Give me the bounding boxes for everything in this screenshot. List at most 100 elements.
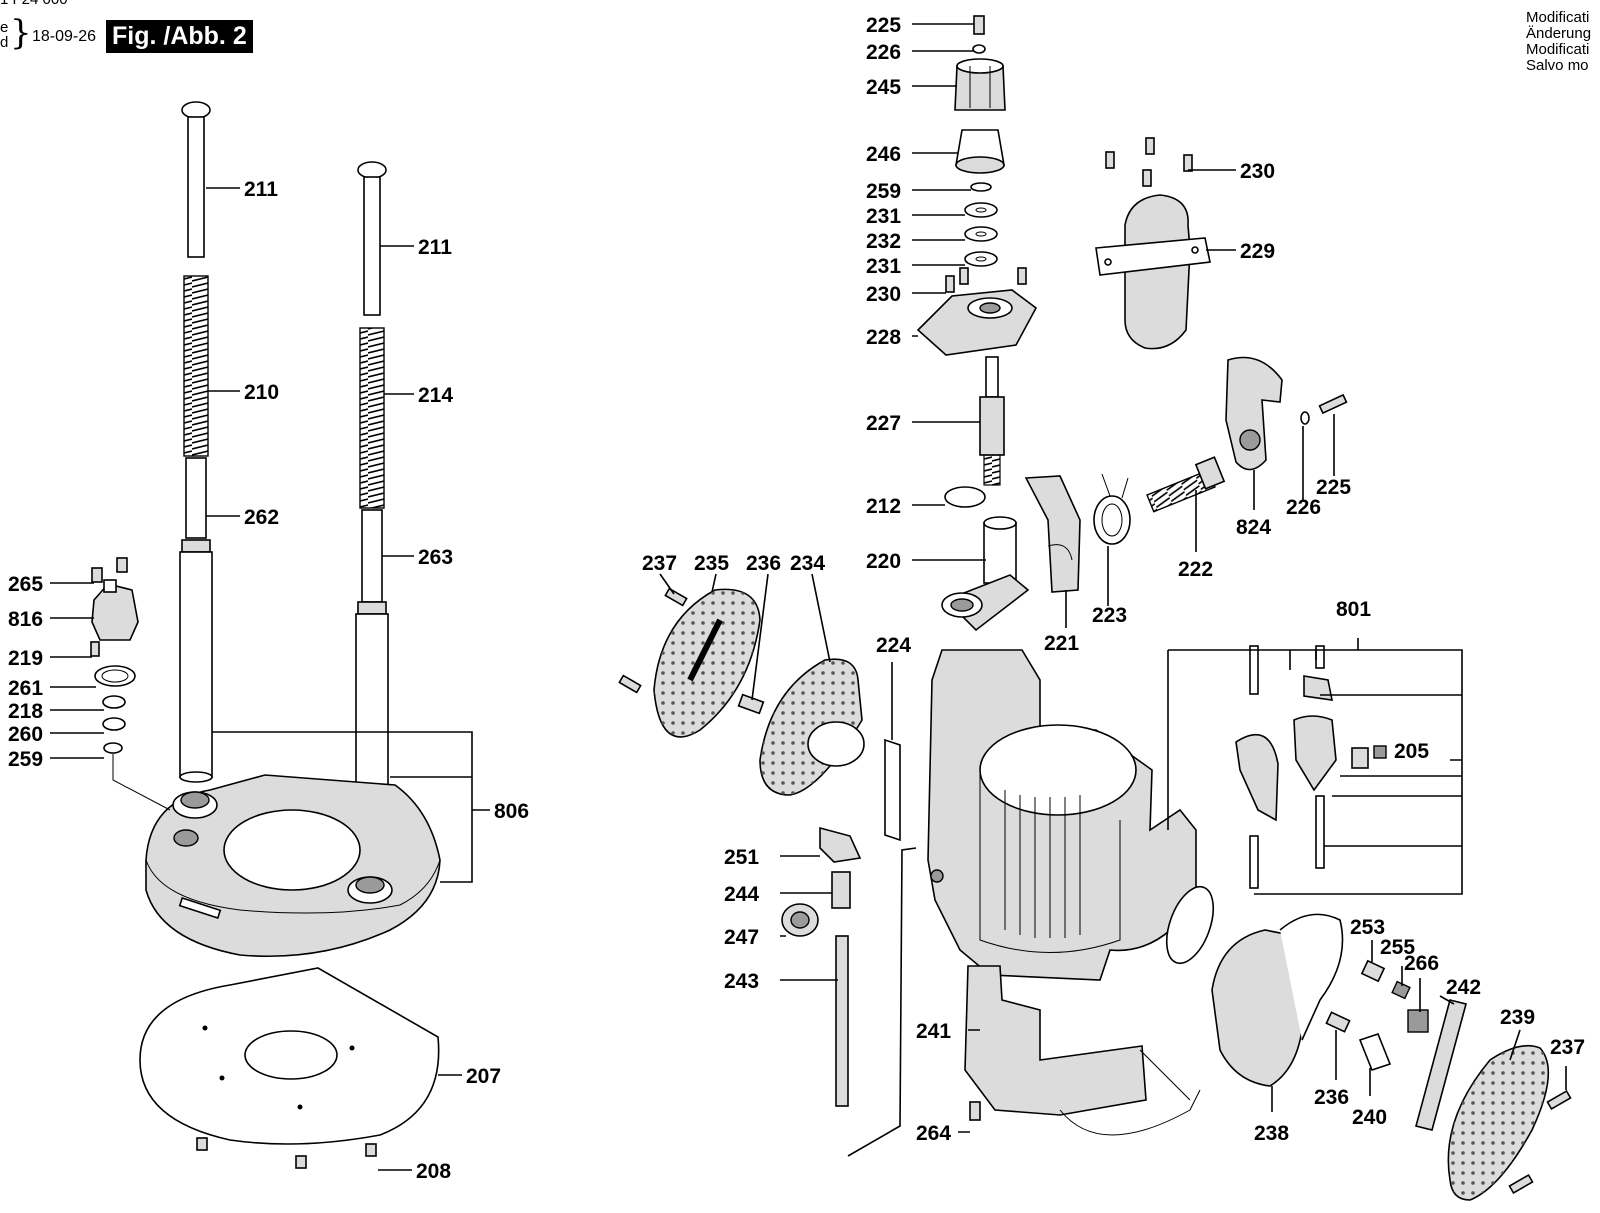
callout-208: 208 xyxy=(416,1160,451,1183)
screw-237-b xyxy=(618,674,642,694)
callout-244: 244 xyxy=(724,883,759,906)
clip-259-left xyxy=(103,742,123,754)
insert-255 xyxy=(1391,980,1411,1000)
brace-letter-top: e xyxy=(0,19,9,36)
callout-218: 218 xyxy=(8,700,43,723)
screw-237-right-b xyxy=(1508,1173,1534,1195)
lever-824 xyxy=(1225,356,1283,471)
callout-223: 223 xyxy=(1092,604,1127,627)
spindle-227 xyxy=(979,356,1005,486)
washer-226-right xyxy=(1300,411,1310,425)
callout-259: 259 xyxy=(8,748,43,771)
screws-230-a xyxy=(945,267,1027,293)
label-strip-224 xyxy=(884,738,901,842)
tube-263 xyxy=(355,509,389,796)
insert-253 xyxy=(1360,959,1386,983)
motor-housing xyxy=(927,649,1215,981)
callout-212: 212 xyxy=(866,495,901,518)
callout-236: 236 xyxy=(1314,1086,1349,1109)
handle-body-238 xyxy=(1211,913,1344,1087)
callout-824: 824 xyxy=(1236,516,1271,539)
callout-231: 231 xyxy=(866,205,901,228)
cable xyxy=(1059,1089,1201,1136)
callout-239: 239 xyxy=(1500,1006,1535,1029)
callout-221: 221 xyxy=(1044,632,1079,655)
screw-237-right-a xyxy=(1546,1089,1572,1111)
modification-notice: Modificati Änderung Modificati Salvo mo xyxy=(1526,10,1591,74)
spring-214 xyxy=(359,327,385,509)
callout-219: 219 xyxy=(8,647,43,670)
ring-261 xyxy=(94,665,136,687)
sole-plate-207 xyxy=(139,967,440,1145)
stop-block-816 xyxy=(91,579,139,641)
callout-264: 264 xyxy=(916,1122,951,1145)
base-plate-806 xyxy=(145,774,441,958)
callout-238: 238 xyxy=(1254,1122,1289,1145)
rod-211-left xyxy=(181,101,211,258)
handle-housing-229 xyxy=(1095,194,1211,350)
screws-265 xyxy=(91,557,128,583)
screw-237-a xyxy=(664,587,688,607)
ring-261-inner xyxy=(101,669,129,683)
callout-251: 251 xyxy=(724,846,759,869)
washer-218 xyxy=(102,695,126,709)
callout-211: 211 xyxy=(418,236,452,259)
callout-236: 236 xyxy=(746,552,781,575)
clip-259-top xyxy=(970,182,992,192)
brace-letters: e d xyxy=(0,20,8,50)
screw-225-right xyxy=(1318,393,1348,415)
cover-plate-228 xyxy=(916,289,1038,356)
callout-225: 225 xyxy=(866,14,901,37)
callout-246: 246 xyxy=(866,143,901,166)
callout-245: 245 xyxy=(866,76,901,99)
clip-212 xyxy=(944,486,986,508)
callout-220: 220 xyxy=(866,550,901,573)
kit-801-parts xyxy=(1235,645,1387,889)
bolt-222 xyxy=(1146,456,1226,513)
spring-223 xyxy=(1093,473,1131,545)
spring-210 xyxy=(183,275,209,457)
spring-266 xyxy=(1407,1009,1429,1033)
grip-234 xyxy=(759,658,865,796)
callout-261: 261 xyxy=(8,677,43,700)
callout-235: 235 xyxy=(694,552,729,575)
latch-221 xyxy=(1024,475,1081,593)
callout-237: 237 xyxy=(1550,1036,1585,1059)
callout-205: 205 xyxy=(1394,740,1429,763)
callout-224: 224 xyxy=(876,634,911,657)
callout-265: 265 xyxy=(8,573,43,596)
callout-240: 240 xyxy=(1352,1106,1387,1129)
callout-241: 241 xyxy=(916,1020,951,1043)
callout-260: 260 xyxy=(8,723,43,746)
revision-date: 18-09-26 xyxy=(32,28,97,45)
handle-shell-235 xyxy=(653,588,761,738)
screw-236-right xyxy=(1325,1011,1351,1033)
callout-242: 242 xyxy=(1446,976,1481,999)
clip-251 xyxy=(819,826,862,863)
callout-228: 228 xyxy=(866,326,901,349)
callout-230: 230 xyxy=(1240,160,1275,183)
switch-slide-242 xyxy=(1415,999,1467,1131)
callout-247: 247 xyxy=(724,926,759,949)
callout-253: 253 xyxy=(1350,916,1385,939)
knob-247 xyxy=(781,903,819,937)
plate-240 xyxy=(1358,1033,1392,1071)
leader-lines xyxy=(50,23,1567,1171)
screw-264 xyxy=(969,1101,981,1121)
brace-symbol: } xyxy=(10,13,32,53)
screw-236-left xyxy=(737,693,765,715)
rod-243 xyxy=(835,935,849,1107)
callout-labels: 211 211 210 214 262 263 265 816 219 261 … xyxy=(8,14,1585,1183)
clamp-244 xyxy=(831,871,851,909)
callout-801: 801 xyxy=(1336,598,1371,621)
turret-220 xyxy=(941,516,1030,632)
callout-243: 243 xyxy=(724,970,759,993)
callout-230: 230 xyxy=(866,283,901,306)
callout-211: 211 xyxy=(244,178,278,201)
washers-231-232-231 xyxy=(964,202,998,267)
callout-266: 266 xyxy=(1404,952,1439,975)
callout-237: 237 xyxy=(642,552,677,575)
callout-263: 263 xyxy=(418,546,453,569)
notice-line: Modificati xyxy=(1526,9,1590,26)
